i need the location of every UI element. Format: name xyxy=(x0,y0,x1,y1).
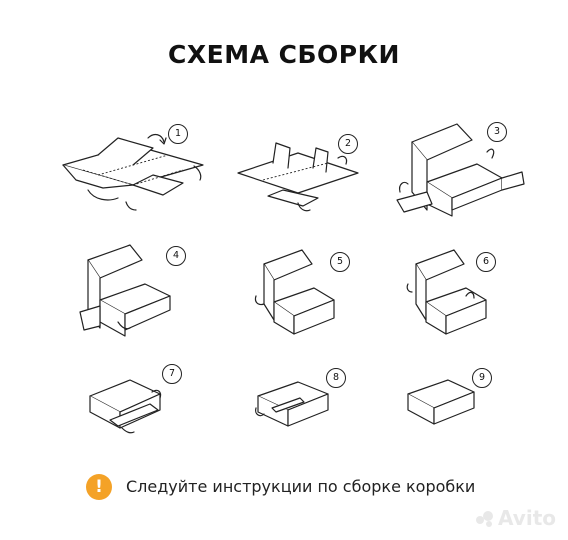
step-7-drawing xyxy=(89,379,162,434)
step-number-badge: 7 xyxy=(162,364,182,384)
step-8-diagram: 8 xyxy=(252,364,362,440)
step-3-diagram: 3 xyxy=(392,112,542,222)
step-8-drawing xyxy=(255,381,329,427)
step-number-badge: 1 xyxy=(168,124,188,144)
watermark-text: Avito xyxy=(498,506,556,530)
step-6-drawing xyxy=(406,249,487,335)
step-number-badge: 9 xyxy=(472,368,492,388)
exclamation-icon: ! xyxy=(86,474,112,500)
step-4-diagram: 4 xyxy=(70,240,200,340)
step-2-diagram: 2 xyxy=(228,128,378,220)
page-title: СХЕМА СБОРКИ xyxy=(168,40,400,69)
step-number-badge: 6 xyxy=(476,252,496,272)
step-4-drawing xyxy=(79,244,171,337)
step-1-diagram: 1 xyxy=(58,120,218,220)
step-2-drawing xyxy=(237,142,359,212)
step-5-diagram: 5 xyxy=(252,244,362,336)
step-6-diagram: 6 xyxy=(404,244,514,336)
step-number-badge: 2 xyxy=(338,134,358,154)
step-number-badge: 8 xyxy=(326,368,346,388)
step-7-diagram: 7 xyxy=(82,360,192,440)
step-9-diagram: 9 xyxy=(402,364,512,440)
step-1-drawing xyxy=(62,133,204,211)
avito-logo-icon xyxy=(476,511,494,527)
step-number-badge: 4 xyxy=(166,246,186,266)
step-number-badge: 3 xyxy=(487,122,507,142)
instruction-text: Следуйте инструкции по сборке коробки xyxy=(126,477,476,496)
step-9-drawing xyxy=(407,379,475,425)
step-number-badge: 5 xyxy=(330,252,350,272)
step-5-drawing xyxy=(254,249,335,335)
step-3-drawing xyxy=(396,123,525,217)
avito-watermark: Avito xyxy=(474,506,556,530)
